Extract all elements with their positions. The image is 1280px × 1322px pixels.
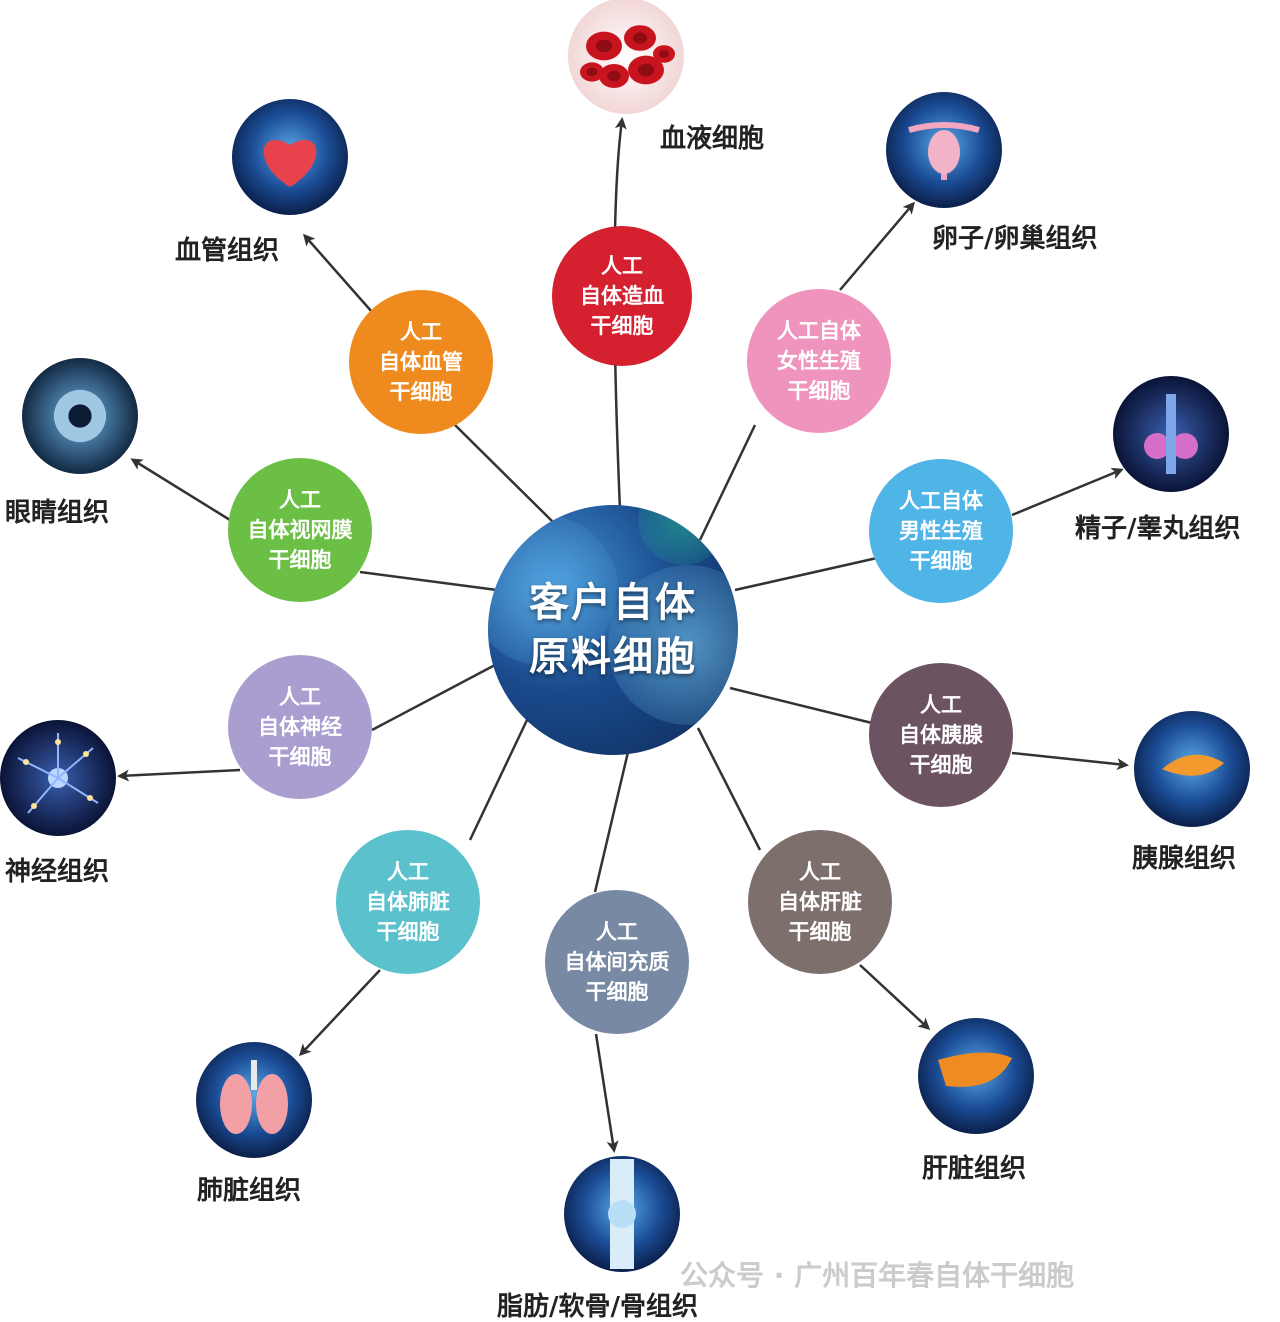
cell-texture [608,565,738,725]
tissue-label-pancreas: 胰腺组织 [1132,844,1237,874]
node-line: 干细胞 [909,549,973,573]
tissue-label-male-reproductive: 精子/睾丸组织 [1075,514,1241,544]
neuron-icon [0,720,116,836]
tissue-label-hematopoietic: 血液细胞 [660,124,765,154]
node-line: 自体神经 [258,715,342,739]
node-line: 自体视网膜 [247,518,353,542]
node-line: 人工 [279,488,321,512]
center-line-1: 客户自体 [529,580,697,626]
tissue-label-lung: 肺脏组织 [197,1176,302,1206]
node-male-reproductive: 人工自体男性生殖干细胞 [869,459,1013,603]
node-line: 人工自体 [899,489,983,513]
center-line-2: 原料细胞 [529,634,697,680]
node-lung: 人工自体肺脏干细胞 [336,830,480,974]
edge-mesenchymal [593,751,630,1150]
tissue-label-mesenchymal: 脂肪/软骨/骨组织 [497,1292,698,1322]
node-line: 自体肺脏 [366,890,450,914]
edge-male-reproductive [734,470,1121,592]
node-vascular: 人工自体血管干细胞 [349,290,493,434]
node-line: 人工 [799,860,841,884]
liver-icon [918,1018,1034,1134]
edge-vascular [305,236,554,523]
node-line: 干细胞 [585,980,649,1004]
node-line: 干细胞 [788,920,852,944]
eye-icon [22,358,138,474]
red-blood-cells-icon [568,0,684,114]
pancreas-icon [1134,711,1250,827]
tissue-label-nerve: 神经组织 [5,857,110,887]
node-line: 男性生殖 [899,519,983,543]
edge-pancreas [729,686,1126,765]
node-hematopoietic: 人工自体造血干细胞 [552,226,692,366]
cell-texture [488,515,618,665]
node-line: 自体胰腺 [899,723,983,747]
node-line: 人工 [279,685,321,709]
tissue-label-female-reproductive: 卵子/卵巢组织 [932,224,1098,254]
node-line: 人工自体 [777,319,861,343]
node-retina: 人工自体视网膜干细胞 [228,458,372,602]
uterus-icon [886,92,1002,208]
node-line: 自体血管 [379,350,463,374]
lungs-icon [196,1042,312,1158]
node-line: 自体间充质 [564,950,670,974]
node-line: 自体造血 [580,284,664,308]
watermark: 公众号 · 广州百年春自体干细胞 [680,1259,1075,1292]
edge-lung [301,719,529,1054]
node-female-reproductive: 人工自体女性生殖干细胞 [747,289,891,433]
node-line: 干细胞 [909,753,973,777]
edge-nerve [120,663,496,776]
knee-joint-icon [564,1156,680,1272]
node-line: 人工 [596,920,638,944]
node-line: 人工 [920,693,962,717]
node-line: 干细胞 [268,548,332,572]
node-liver: 人工自体肝脏干细胞 [748,830,892,974]
tissue-label-retina: 眼睛组织 [5,498,110,528]
node-line: 干细胞 [376,920,440,944]
node-mesenchymal: 人工自体间充质干细胞 [545,890,689,1034]
node-nerve: 人工自体神经干细胞 [228,655,372,799]
node-line: 人工 [400,320,442,344]
node-line: 女性生殖 [777,349,861,373]
node-line: 人工 [387,860,429,884]
edge-retina [133,460,498,592]
node-line: 干细胞 [389,380,453,404]
node-line: 人工 [601,254,643,278]
edge-liver [696,727,928,1028]
node-line: 干细胞 [590,314,654,338]
tissue-label-vascular: 血管组织 [175,236,280,266]
center-node: 客户自体 原料细胞 [488,505,738,755]
node-line: 干细胞 [787,379,851,403]
node-pancreas: 人工自体胰腺干细胞 [869,663,1013,807]
node-line: 干细胞 [268,745,332,769]
tissue-label-liver: 肝脏组织 [922,1154,1027,1184]
testis-icon [1113,376,1229,492]
heart-icon [232,99,348,215]
node-line: 自体肝脏 [778,890,862,914]
